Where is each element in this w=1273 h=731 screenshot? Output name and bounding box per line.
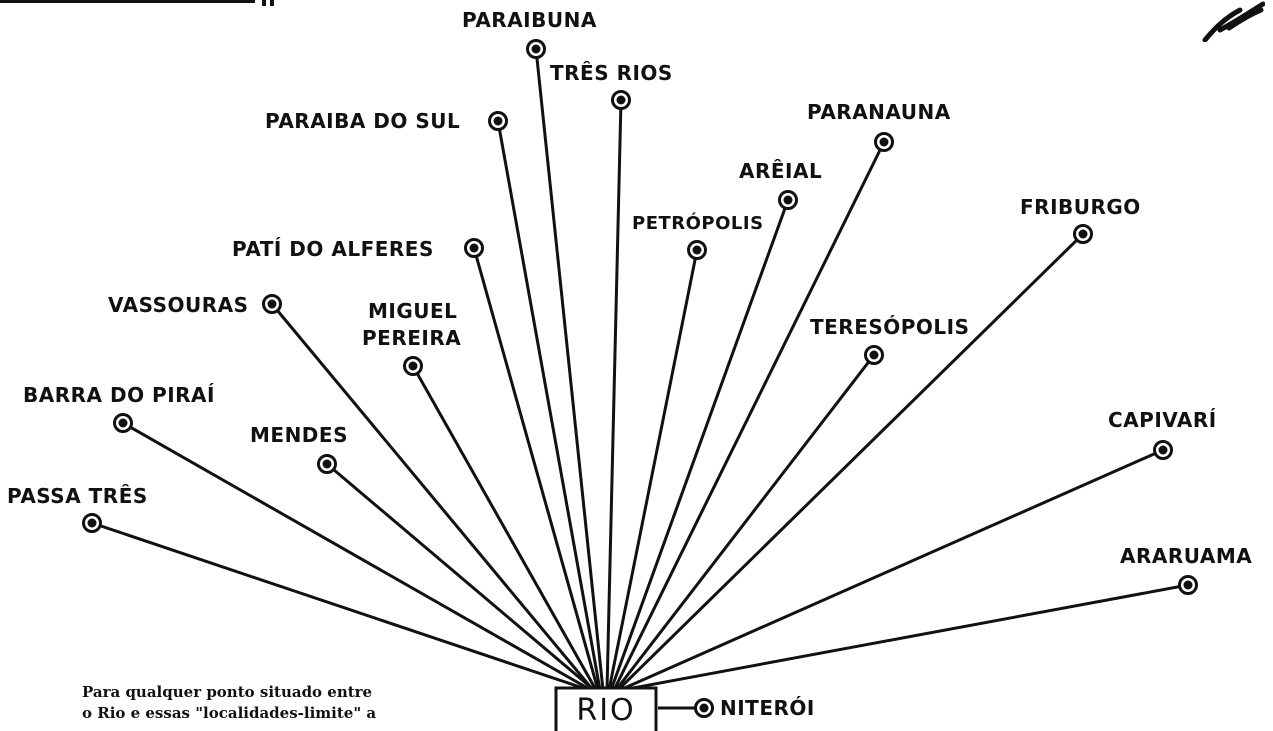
- label-petropolis: PETRÓPOLIS: [632, 212, 764, 234]
- marker-paranauna: [874, 132, 894, 152]
- footnote-line-2: o Rio e essas "localidades-limite" a: [82, 704, 377, 722]
- marker-areial: [778, 190, 798, 210]
- route-lines: [91, 48, 1189, 710]
- top-rule: [0, 0, 255, 3]
- marker-pati-do-alferes: [464, 238, 484, 258]
- label-passa-tres: PASSA TRÊS: [7, 484, 148, 508]
- label-capivari: CAPIVARÍ: [1108, 408, 1217, 432]
- top-rule-tick: [270, 0, 274, 6]
- marker-araruama: [1178, 575, 1198, 595]
- label-friburgo: FRIBURGO: [1020, 195, 1141, 219]
- route-line-vassouras: [270, 303, 595, 691]
- label-teresopolis: TERESÓPOLIS: [810, 315, 970, 339]
- marker-miguel-pereira: [403, 356, 423, 376]
- route-line-areial: [609, 199, 790, 691]
- marker-niteroi: [694, 698, 714, 718]
- marker-friburgo: [1073, 224, 1093, 244]
- handwritten-mark: [1202, 1, 1265, 42]
- marker-barra-do-pirai: [113, 413, 133, 433]
- label-paranauna: PARANAUNA: [807, 100, 951, 124]
- route-line-tres-rios: [605, 99, 623, 691]
- label-araruama: ARARUAMA: [1120, 544, 1252, 568]
- city-markers: [82, 39, 1198, 718]
- route-line-miguel-pereira: [411, 365, 598, 691]
- hub-box: [554, 686, 658, 731]
- route-line-barra-do-pirai: [122, 421, 592, 692]
- label-areial: ARÊIAL: [739, 159, 822, 183]
- label-niteroi: NITERÓI: [720, 696, 815, 720]
- city-labels: PARAIBUNA TRÊS RIOS PARAIBA DO SUL PARAN…: [7, 8, 1252, 720]
- footnote-line-1: Para qualquer ponto situado entre: [82, 683, 373, 701]
- marker-passa-tres: [82, 513, 102, 533]
- marker-petropolis: [687, 240, 707, 260]
- label-miguel-pereira-line2: PEREIRA: [362, 326, 461, 350]
- label-tres-rios: TRÊS RIOS: [550, 61, 673, 85]
- route-line-paraiba-do-sul: [496, 120, 602, 691]
- label-paraiba-do-sul: PARAIBA DO SUL: [265, 109, 460, 133]
- label-paraibuna: PARAIBUNA: [462, 8, 597, 32]
- marker-mendes: [317, 454, 337, 474]
- marker-teresopolis: [864, 345, 884, 365]
- marker-capivari: [1153, 440, 1173, 460]
- hub-label: RIO: [576, 693, 635, 728]
- route-line-capivari: [619, 448, 1164, 692]
- footnote-text: Para qualquer ponto situado entre o Rio …: [82, 682, 522, 724]
- marker-paraiba-do-sul: [488, 111, 508, 131]
- label-barra-do-pirai: BARRA DO PIRAÍ: [23, 383, 215, 407]
- route-line-teresopolis: [614, 354, 876, 691]
- route-line-friburgo: [616, 232, 1085, 692]
- route-line-petropolis: [607, 249, 699, 691]
- marker-paraibuna: [526, 39, 546, 59]
- marker-tres-rios: [611, 90, 631, 110]
- route-line-paraibuna: [534, 48, 605, 691]
- top-rule-tick: [262, 0, 266, 6]
- label-miguel-pereira-line1: MIGUEL: [368, 299, 457, 323]
- marker-vassouras: [262, 294, 282, 314]
- label-pati-do-alferes: PATÍ DO ALFERES: [232, 237, 434, 261]
- route-line-mendes: [326, 462, 595, 692]
- label-vassouras: VASSOURAS: [108, 293, 249, 317]
- route-line-paranauna: [612, 141, 886, 691]
- label-mendes: MENDES: [250, 423, 348, 447]
- route-line-pati-do-alferes: [472, 247, 600, 691]
- hub-rio: RIO: [554, 686, 658, 731]
- route-line-araruama: [621, 583, 1189, 692]
- route-line-passa-tres: [91, 521, 590, 692]
